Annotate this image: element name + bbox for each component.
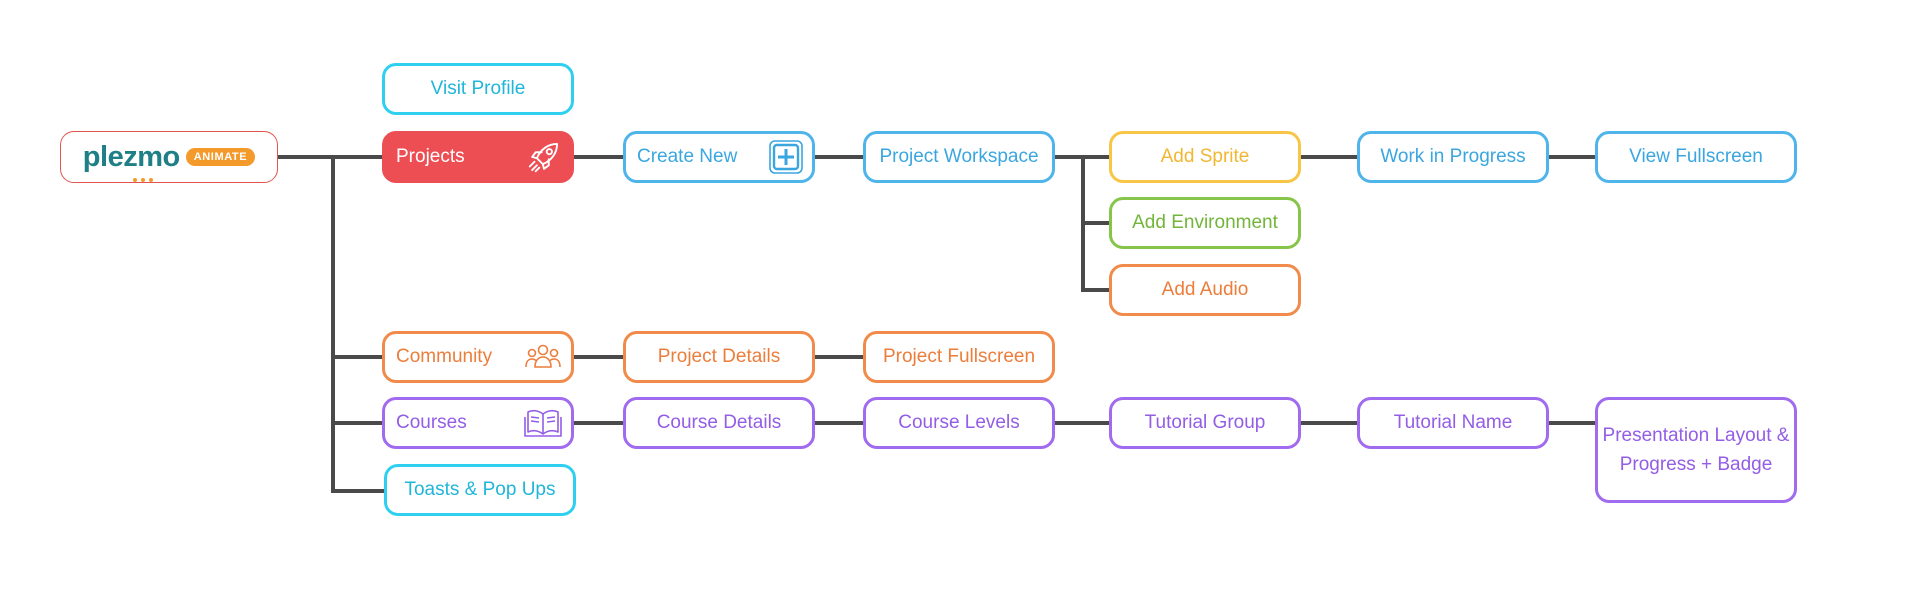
project-fullscreen-node[interactable]: Project Fullscreen: [863, 331, 1055, 383]
work-in-progress-label: Work in Progress: [1380, 146, 1526, 167]
community-label: Community: [396, 346, 493, 367]
projects-node[interactable]: Projects: [382, 131, 574, 183]
toasts-popups-node[interactable]: Toasts & Pop Ups: [384, 464, 576, 516]
visit-profile-node[interactable]: Visit Profile: [382, 63, 574, 115]
tutorial-name-node[interactable]: Tutorial Name: [1357, 397, 1549, 449]
add-environment-node[interactable]: Add Environment: [1109, 197, 1301, 249]
add-sprite-node[interactable]: Add Sprite: [1109, 131, 1301, 183]
rocket-icon: [525, 138, 563, 176]
create-new-label: Create New: [637, 146, 738, 167]
course-levels-label: Course Levels: [898, 412, 1020, 433]
add-sprite-label: Add Sprite: [1160, 146, 1250, 167]
course-details-label: Course Details: [656, 412, 782, 433]
presentation-layout-node[interactable]: Presentation Layout & Progress + Badge: [1595, 397, 1797, 503]
brand-badge: ANIMATE: [185, 148, 256, 166]
courses-node[interactable]: Courses: [382, 397, 574, 449]
course-levels-node[interactable]: Course Levels: [863, 397, 1055, 449]
project-details-node[interactable]: Project Details: [623, 331, 815, 383]
project-workspace-node[interactable]: Project Workspace: [863, 131, 1055, 183]
view-fullscreen-node[interactable]: View Fullscreen: [1595, 131, 1797, 183]
tutorial-group-label: Tutorial Group: [1144, 412, 1266, 433]
presentation-layout-label: Presentation Layout & Progress + Badge: [1602, 425, 1790, 475]
people-group-icon: [523, 340, 563, 374]
add-audio-node[interactable]: Add Audio: [1109, 264, 1301, 316]
view-fullscreen-label: View Fullscreen: [1629, 146, 1763, 167]
brand-dots-decoration: [132, 177, 153, 182]
community-node[interactable]: Community: [382, 331, 574, 383]
project-details-label: Project Details: [657, 346, 781, 367]
plus-square-icon: [768, 139, 804, 175]
projects-label: Projects: [396, 146, 465, 167]
courses-label: Courses: [396, 412, 467, 433]
course-details-node[interactable]: Course Details: [623, 397, 815, 449]
work-in-progress-node[interactable]: Work in Progress: [1357, 131, 1549, 183]
add-environment-label: Add Environment: [1132, 212, 1278, 233]
brand-wordmark: plezmo: [83, 142, 180, 182]
tutorial-group-node[interactable]: Tutorial Group: [1109, 397, 1301, 449]
open-book-icon: [523, 405, 563, 441]
create-new-node[interactable]: Create New: [623, 131, 815, 183]
tutorial-name-label: Tutorial Name: [1393, 412, 1513, 433]
project-fullscreen-label: Project Fullscreen: [882, 346, 1036, 367]
add-audio-label: Add Audio: [1161, 279, 1249, 300]
plezmo-animate-logo[interactable]: plezmo ANIMATE: [60, 131, 278, 183]
project-workspace-label: Project Workspace: [879, 146, 1039, 167]
toasts-popups-label: Toasts & Pop Ups: [404, 479, 556, 500]
visit-profile-label: Visit Profile: [430, 78, 526, 99]
